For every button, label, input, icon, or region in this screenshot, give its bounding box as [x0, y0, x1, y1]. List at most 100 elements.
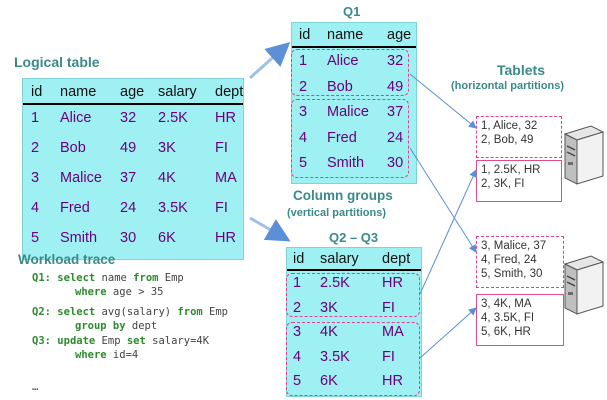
table-cell: 37: [120, 170, 137, 186]
workload-q2: Q2: select avg(salary) from Emp: [32, 306, 228, 319]
table-cell: Bob: [327, 78, 353, 95]
q1-title: Q1: [343, 4, 361, 19]
column-header: id: [299, 27, 311, 43]
sql-keyword: from: [177, 306, 203, 318]
table-cell: 1: [31, 110, 40, 126]
q1-table-header: id name age: [292, 25, 416, 48]
sql-text: dept: [125, 320, 158, 332]
tablet-server1-bottom: 1, 2.5K, HR 2, 3K, FI: [476, 160, 562, 202]
tablet-line: 3, 4K, MA: [481, 298, 532, 310]
table-cell: FI: [215, 140, 228, 156]
table-cell: 3K: [158, 140, 176, 156]
table-cell: 1: [293, 275, 302, 291]
sql-text: avg(salary): [95, 306, 178, 318]
tablets-subtitle: (horizontal partitions): [451, 80, 565, 92]
table-cell: 4: [31, 200, 40, 216]
table-cell: 37: [387, 104, 404, 120]
tablet-line: 4, 3.5K, FI: [481, 312, 535, 324]
table-cell: 2: [31, 140, 40, 156]
q2q3-table-header: id salary dept: [287, 249, 421, 271]
table-cell: 24: [387, 129, 404, 146]
tablet-line: 2, 3K, FI: [481, 178, 525, 190]
table-cell: 3.5K: [158, 200, 188, 216]
tablet-line: 5, 6K, HR: [481, 326, 531, 338]
table-cell: Fred: [327, 129, 357, 146]
column-groups-subtitle: (vertical partitions): [287, 207, 387, 219]
column-header: salary: [158, 84, 197, 100]
table-cell: HR: [382, 275, 403, 291]
workload-q1: Q1: select name from Emp: [32, 272, 184, 285]
table-cell: FI: [382, 299, 395, 316]
tablet-line: 3, Malice, 37: [481, 240, 547, 252]
table-cell: 6K: [158, 230, 176, 246]
table-cell: 2.5K: [320, 275, 350, 291]
table-cell: 49: [387, 78, 404, 95]
workload-q2-line2: group by dept: [75, 320, 157, 333]
column-header: name: [327, 27, 364, 43]
table-cell: 3.5K: [320, 348, 350, 365]
table-cell: 30: [387, 155, 404, 171]
column-header: salary: [320, 251, 359, 267]
table-cell: 5: [31, 230, 40, 246]
table-cell: 1: [299, 53, 308, 69]
table-cell: Alice: [327, 53, 359, 69]
column-header: age: [387, 27, 412, 43]
table-cell: HR: [215, 230, 236, 246]
table-cell: 4K: [158, 170, 176, 186]
q2q3-partition-1: [286, 273, 420, 317]
sql-text: Emp: [95, 335, 127, 347]
table-cell: 5: [299, 155, 308, 171]
q1-partition-2: [291, 99, 409, 178]
workload-title: Workload trace: [18, 252, 116, 267]
table-cell: FI: [215, 200, 228, 216]
sql-text: id=4: [106, 349, 139, 361]
sql-keyword: select: [57, 306, 96, 318]
table-cell: 24: [120, 200, 137, 216]
table-cell: 4: [293, 348, 302, 365]
table-cell: Malice: [327, 104, 369, 120]
query-label: Q1:: [32, 272, 51, 284]
column-header: dept: [215, 84, 244, 100]
sql-keyword: group by: [75, 320, 126, 332]
sql-keyword: select: [57, 272, 96, 284]
q2q3-title: Q2 – Q3: [329, 230, 379, 245]
tablet-server2-top: 3, Malice, 37 4, Fred, 24 5, Smith, 30: [476, 236, 564, 288]
table-cell: MA: [215, 170, 237, 186]
table-cell: Smith: [60, 230, 98, 246]
table-cell: 2: [293, 299, 302, 316]
sql-text: Emp: [158, 272, 184, 284]
sql-text: Emp: [202, 306, 229, 318]
table-cell: 4K: [320, 324, 338, 340]
workload-q3-line2: where id=4: [75, 349, 138, 362]
server-icon: [563, 255, 605, 315]
column-header: age: [120, 84, 145, 100]
table-cell: Alice: [60, 110, 92, 126]
server-icon: [563, 125, 605, 185]
workload-ellipsis: …: [32, 381, 39, 393]
column-header: id: [31, 84, 43, 100]
column-header: name: [60, 84, 97, 100]
table-cell: 4: [299, 129, 308, 146]
table-cell: 49: [120, 140, 137, 156]
sql-text: name: [95, 272, 134, 284]
tablet-line: 2, Bob, 49: [481, 134, 534, 146]
tablet-line: 5, Smith, 30: [481, 268, 543, 280]
table-cell: 2.5K: [158, 110, 188, 126]
table-cell: FI: [382, 348, 395, 365]
sql-text: age > 35: [106, 286, 164, 298]
logical-table-header: id name age salary dept: [23, 81, 243, 105]
column-header: id: [293, 251, 305, 267]
sql-keyword: where: [75, 349, 107, 361]
logical-table-title: Logical table: [14, 54, 100, 70]
q1-partition-1: [291, 49, 409, 96]
workload-q1-line2: where age > 35: [75, 286, 164, 299]
table-cell: MA: [382, 324, 404, 340]
table-cell: 32: [387, 53, 404, 69]
table-cell: Smith: [327, 155, 365, 171]
sql-text: salary=4K: [145, 335, 210, 347]
tablet-server1-top: 1, Alice, 32 2, Bob, 49: [476, 116, 562, 158]
table-cell: 2: [299, 78, 308, 95]
table-cell: 32: [120, 110, 137, 126]
